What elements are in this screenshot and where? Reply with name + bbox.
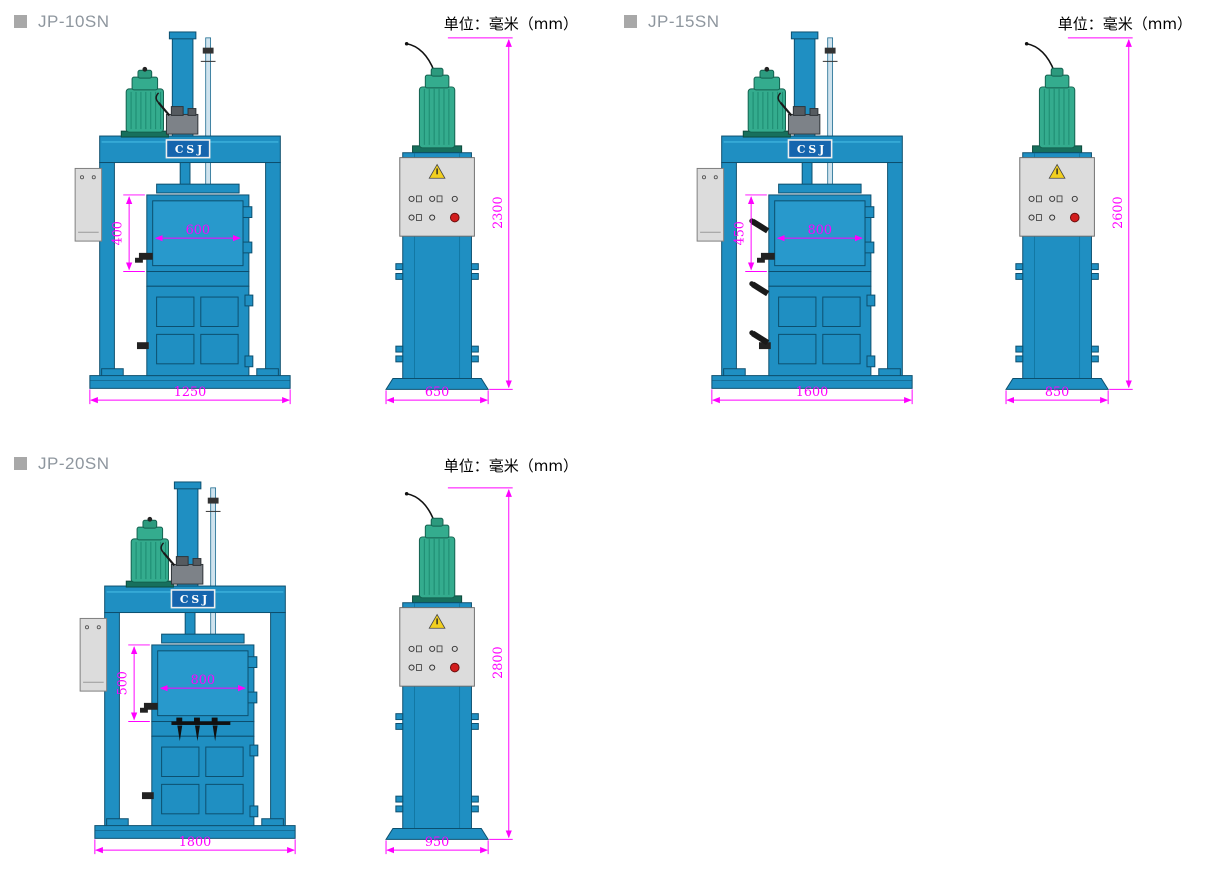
svg-text:450: 450 <box>732 221 747 245</box>
section-bullet <box>14 457 27 470</box>
front-dimensions: 450 800 1600 <box>711 194 913 405</box>
overall-width-dim: 1600 <box>711 385 913 405</box>
svg-text:2800: 2800 <box>491 646 506 678</box>
unit-label: 单位：毫米（mm） <box>443 15 578 33</box>
svg-text:850: 850 <box>1045 385 1069 400</box>
side-width-dim: 850 <box>1005 385 1109 405</box>
section-bullet <box>624 15 637 28</box>
side-width-dim: 650 <box>385 385 489 405</box>
svg-text:400: 400 <box>110 221 125 245</box>
side-width-dim: 950 <box>385 835 489 855</box>
front-dimensions: 500 800 1800 <box>94 644 296 855</box>
side-dimensions: 950 2800 <box>385 487 513 855</box>
chamber-width-dim: 800 <box>776 223 863 242</box>
svg-text:500: 500 <box>115 671 130 695</box>
side-view: 650 2300 <box>362 37 513 405</box>
chamber-width-dim: 600 <box>154 223 241 242</box>
svg-text:1600: 1600 <box>796 385 828 400</box>
unit-label: 单位：毫米（mm） <box>443 457 578 475</box>
model-title: JP-15SN <box>648 12 720 31</box>
machine-front-drawing <box>80 482 295 838</box>
ejector-forks <box>171 717 231 742</box>
panel-jp-15sn: JP-15SN 单位：毫米（mm） 450 800 1600 <box>610 0 1210 441</box>
svg-text:950: 950 <box>425 835 449 850</box>
model-title: JP-20SN <box>38 454 110 473</box>
svg-text:2300: 2300 <box>491 196 506 228</box>
side-view: 850 2600 <box>982 37 1133 405</box>
front-view: 400 600 1250 <box>70 30 310 405</box>
svg-text:2600: 2600 <box>1111 196 1126 228</box>
door-latch-handles <box>749 218 770 346</box>
machine-side-drawing <box>386 492 488 839</box>
side-view: 950 2800 <box>362 487 513 855</box>
front-dimensions: 400 600 1250 <box>89 194 291 405</box>
svg-text:650: 650 <box>425 385 449 400</box>
panel-jp-20sn: JP-20SN 单位：毫米（mm） 500 800 <box>0 442 600 876</box>
side-dimensions: 650 2300 <box>385 37 513 405</box>
model-title: JP-10SN <box>38 12 110 31</box>
overall-height-dim: 2600 <box>1067 37 1133 390</box>
svg-text:1800: 1800 <box>179 835 211 850</box>
chamber-height-dim: 500 <box>115 644 150 723</box>
section-bullet <box>14 15 27 28</box>
overall-height-dim: 2300 <box>447 37 513 390</box>
panel-jp-10sn: JP-10SN 单位：毫米（mm） 400 600 1250 <box>0 0 600 441</box>
machine-front-drawing <box>75 32 290 388</box>
svg-text:800: 800 <box>191 673 215 688</box>
front-view: 450 800 1600 <box>692 30 932 405</box>
overall-width-dim: 1250 <box>89 385 291 405</box>
chamber-height-dim: 400 <box>110 194 145 273</box>
chamber-height-dim: 450 <box>732 194 767 273</box>
svg-text:1250: 1250 <box>174 385 206 400</box>
overall-height-dim: 2800 <box>447 487 513 840</box>
front-view: 500 800 1800 <box>75 480 315 855</box>
unit-label: 单位：毫米（mm） <box>1057 15 1192 33</box>
svg-text:800: 800 <box>808 223 832 238</box>
overall-width-dim: 1800 <box>94 835 296 855</box>
side-dimensions: 850 2600 <box>1005 37 1133 405</box>
machine-side-drawing <box>1006 42 1108 389</box>
svg-text:600: 600 <box>186 223 210 238</box>
chamber-width-dim: 800 <box>159 673 246 692</box>
machine-side-drawing <box>386 42 488 389</box>
machine-front-drawing <box>697 32 912 388</box>
